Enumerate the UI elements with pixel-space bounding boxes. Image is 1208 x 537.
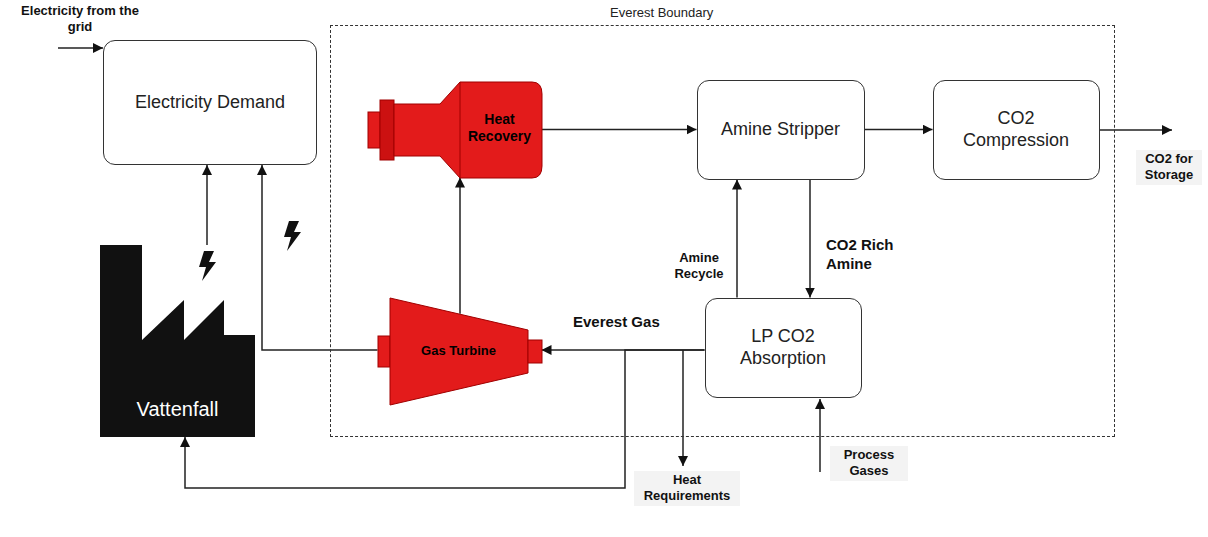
flow-label: Electricity from the grid <box>10 2 150 37</box>
turbine-body <box>390 298 528 405</box>
flow-connector <box>262 165 378 350</box>
flow-connector <box>459 178 461 314</box>
gas-turbine: Gas Turbine <box>378 298 542 405</box>
storage-arrow <box>1100 129 1172 131</box>
node-label: CO2 Compression <box>944 108 1089 151</box>
turbine-inlet <box>378 336 390 367</box>
boundary-region: Everest BoundaryHeat RecoveryAmine Strip… <box>330 25 1115 437</box>
flow-label: Heat Requirements <box>634 471 740 506</box>
process-box: Electricity Demand <box>103 40 317 165</box>
unit-seam <box>459 82 460 178</box>
edge-label: Amine Recycle <box>668 250 730 283</box>
lightning-bolt <box>284 221 301 251</box>
flow-connector <box>865 129 933 131</box>
flow-label: CO2 for Storage <box>1136 150 1202 185</box>
node-label: LP CO2 Absorption <box>716 326 851 369</box>
node-label: Vattenfall <box>137 397 219 421</box>
node-label: Gas Turbine <box>421 343 496 359</box>
factory-silhouette <box>100 245 255 437</box>
lightning-bolt <box>199 251 216 281</box>
grid-supply-arrow <box>58 47 103 49</box>
heat-recovery-unit: Heat Recovery <box>368 78 544 182</box>
text-area: Gas Turbine <box>392 318 526 385</box>
flow-connector <box>206 165 208 245</box>
process-box: CO2 Compression <box>933 80 1100 180</box>
unit-body <box>394 82 542 178</box>
region-title: Everest Boundary <box>610 5 713 20</box>
flow-label: Process Gases <box>830 446 908 481</box>
edge-label: CO2 Rich Amine <box>826 236 908 274</box>
text-area: Heat Recovery <box>460 82 540 174</box>
process-gas-arrow <box>819 399 821 472</box>
turbine-outlet <box>528 340 542 363</box>
text-area: Vattenfall <box>100 387 255 431</box>
node-label: Amine Stripper <box>721 119 840 141</box>
process-box: Amine Stripper <box>697 80 865 180</box>
heat-arrow <box>682 350 684 466</box>
process-box: LP CO2 Absorption <box>705 298 862 398</box>
node-label: Heat Recovery <box>460 111 540 145</box>
flow-connector <box>542 129 697 131</box>
node-label: Electricity Demand <box>135 92 285 114</box>
power-plant: Vattenfall <box>100 245 255 437</box>
flow-connector <box>736 180 738 298</box>
unit-nozzle <box>368 112 380 148</box>
edge-label: Everest Gas <box>573 313 673 332</box>
flow-connector <box>809 180 811 298</box>
unit-flange <box>380 100 394 160</box>
